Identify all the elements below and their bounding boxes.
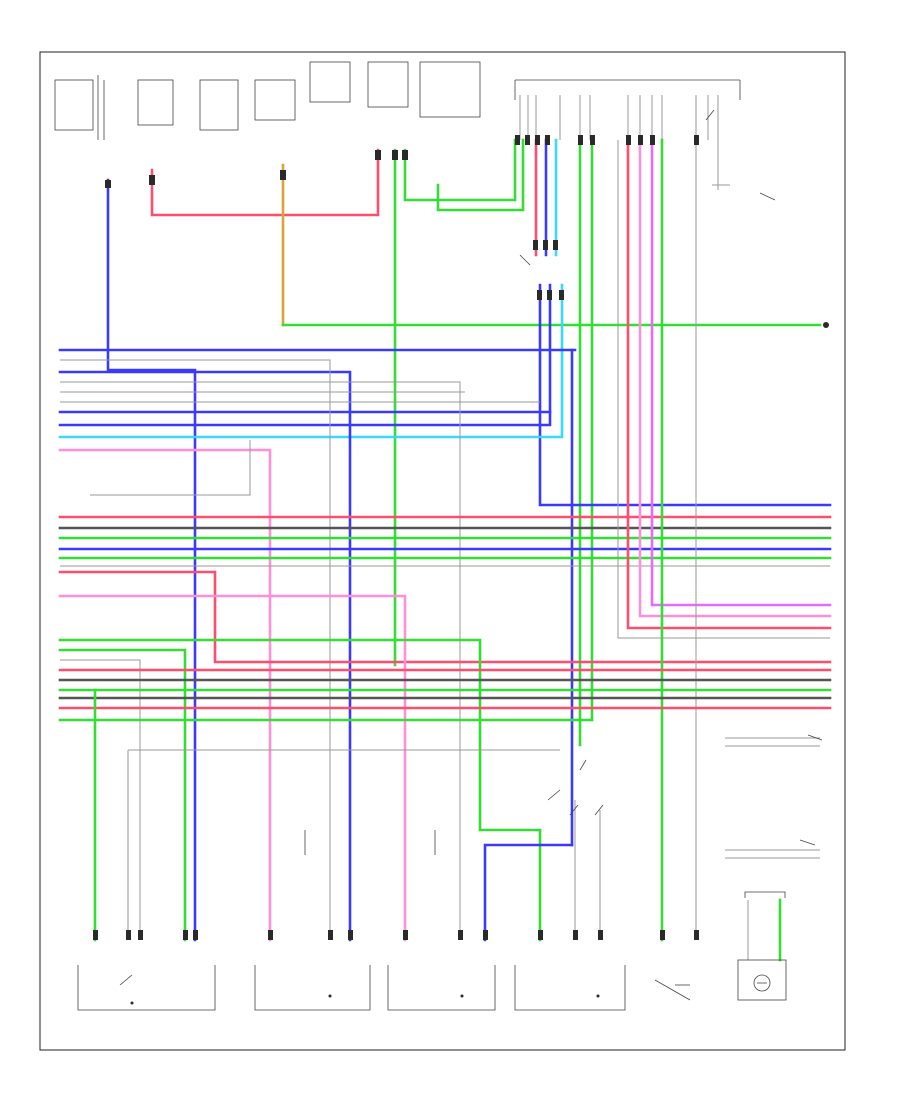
wire-lightblue-horiz [58,283,564,439]
wire-gray-2 [60,381,461,940]
wire-gray-1 [60,359,331,940]
bottom-components [77,891,787,1011]
component-1-label-box [54,79,94,131]
wire-blue-1 [106,178,197,942]
component-6-label-box [367,61,409,108]
wire-blue-horiz-2 [58,283,552,427]
wire-pink-2 [58,594,407,942]
component-3-label-box [199,79,239,131]
wire-green-h4 [58,648,187,942]
component-4-label-box [254,79,296,121]
wire-violet-right-1 [650,138,832,607]
wire-red-right-2 [626,138,832,630]
wire-green-3 [403,138,517,202]
wire-green-4 [436,138,525,212]
wire-green-h3 [58,638,542,942]
connector-marks [93,135,829,940]
right-side-switches [712,184,823,859]
component-courtesy-light-top [744,891,786,898]
fuse-block-1 [97,75,105,140]
component-courtesy-switch [654,979,691,1001]
component-2-label-box [137,79,174,126]
component-7-label-box [419,61,481,118]
component-right-rear-door-box [387,965,496,1011]
wire-pink-1 [58,448,272,942]
mid-components [304,109,715,855]
wires [58,138,832,962]
component-left-front-door-box [77,965,216,1011]
wire-blue-bottom [483,843,574,942]
wire-gray-5 [90,440,251,496]
wire-red-h2 [58,570,832,664]
wire-gray-h7 [60,659,141,940]
diagram-frame [39,51,846,1051]
top-component-labels [54,61,741,140]
wire-blue-to-right [538,283,832,507]
component-courtesy-light [737,959,787,1001]
wire-gray-right-2 [617,140,830,639]
wire-pink-right-1 [638,138,832,618]
component-right-front-door-box [514,965,626,1011]
wire-red-1 [150,148,380,217]
wire-blue-h2 [58,370,352,942]
component-left-rear-door-box [254,965,371,1011]
component-5-label-box [309,61,351,103]
